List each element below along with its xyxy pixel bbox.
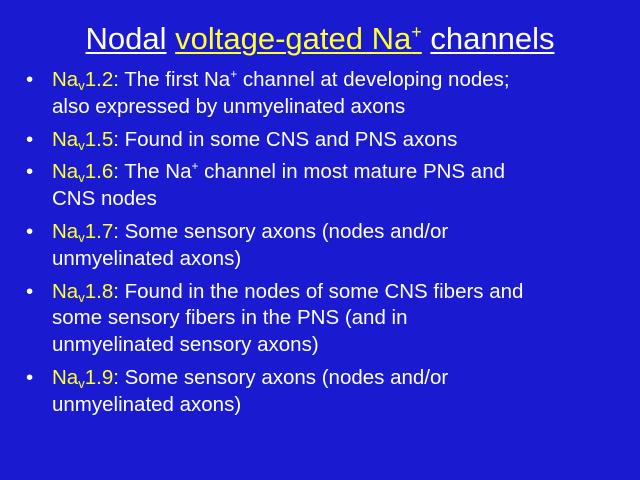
channel-sub: v — [78, 170, 85, 186]
slide-title: Nodal voltage-gated Na+ channels — [0, 20, 640, 58]
plus-sup: + — [230, 67, 238, 81]
bullet-item-nav1-9: • Nav1.9: Some sensory axons (nodes and/o… — [26, 365, 634, 419]
channel-id: 1.8 — [84, 279, 114, 303]
bullet-text: : Some sensory axons (nodes and/or unmye… — [52, 219, 449, 270]
channel-name: Nav1.7 — [52, 219, 114, 245]
bullet-text: : Found in the nodes of some CNS fibers … — [52, 279, 524, 357]
bullet-item-nav1-6: • Nav1.6: The Na+ channel in most mature … — [26, 159, 634, 213]
bullet-item-nav1-2: • Nav1.2: The first Na+ channel at develo… — [26, 67, 634, 121]
channel-prefix: Na — [52, 160, 79, 184]
channel-prefix: Na — [52, 127, 79, 151]
channel-prefix: Na — [52, 219, 79, 243]
bullet-text: : The Na — [113, 160, 192, 184]
channel-prefix: Na — [52, 365, 79, 389]
bullet-item-nav1-7: • Nav1.7: Some sensory axons (nodes and/o… — [26, 219, 634, 273]
channel-name: Nav1.2 — [52, 68, 114, 93]
channel-id: 1.2 — [84, 68, 114, 91]
channel-name: Nav1.8 — [52, 279, 114, 305]
channel-sub: v — [78, 137, 85, 153]
bullet-text: : Some sensory axons (nodes and/or unmye… — [52, 365, 449, 416]
plus-sup: + — [191, 159, 199, 174]
bullet-dot: • — [26, 279, 34, 303]
bullet-dot: • — [26, 127, 34, 151]
title-part-voltage-gated: voltage-gated Na+ — [175, 21, 422, 56]
title-voltage-gated-text: voltage-gated Na — [175, 21, 412, 56]
channel-name: Nav1.5 — [52, 127, 114, 153]
channel-sub: v — [78, 229, 85, 245]
bullet-item-nav1-8: • Nav1.8: Found in the nodes of some CNS … — [26, 279, 634, 359]
bullet-text-cont: channel in most mature PNS and CNS nodes — [52, 160, 506, 211]
bullet-text: : Found in some CNS and PNS axons — [113, 127, 458, 151]
bullet-list: •Nav1.2: The first Na+ channel at develo… — [26, 67, 634, 425]
channel-prefix: Na — [52, 68, 79, 91]
channel-prefix: Na — [52, 279, 79, 303]
title-part-channels: channels — [430, 21, 555, 56]
channel-sub: v — [78, 289, 85, 305]
bullet-dot: • — [26, 365, 34, 389]
bullet-text: : The first Na — [113, 68, 231, 91]
channel-id: 1.6 — [84, 160, 114, 184]
channel-id: 1.9 — [84, 365, 114, 389]
bullet-dot: • — [26, 219, 34, 243]
title-plus-sup: + — [411, 22, 422, 42]
title-part-nodal: Nodal — [85, 21, 167, 56]
channel-name: Nav1.9 — [52, 365, 114, 391]
bullet-dot: • — [26, 68, 34, 91]
channel-id: 1.7 — [84, 219, 114, 243]
bullet-item-nav1-5: • Nav1.5: Found in some CNS and PNS axons — [26, 127, 634, 154]
bullet-dot: • — [26, 160, 34, 184]
channel-name: Nav1.6 — [52, 160, 114, 186]
channel-sub: v — [78, 78, 85, 93]
channel-id: 1.5 — [84, 127, 114, 151]
channel-sub: v — [78, 375, 85, 391]
bullet-text-cont: channel at developing nodes; also expres… — [52, 68, 510, 118]
